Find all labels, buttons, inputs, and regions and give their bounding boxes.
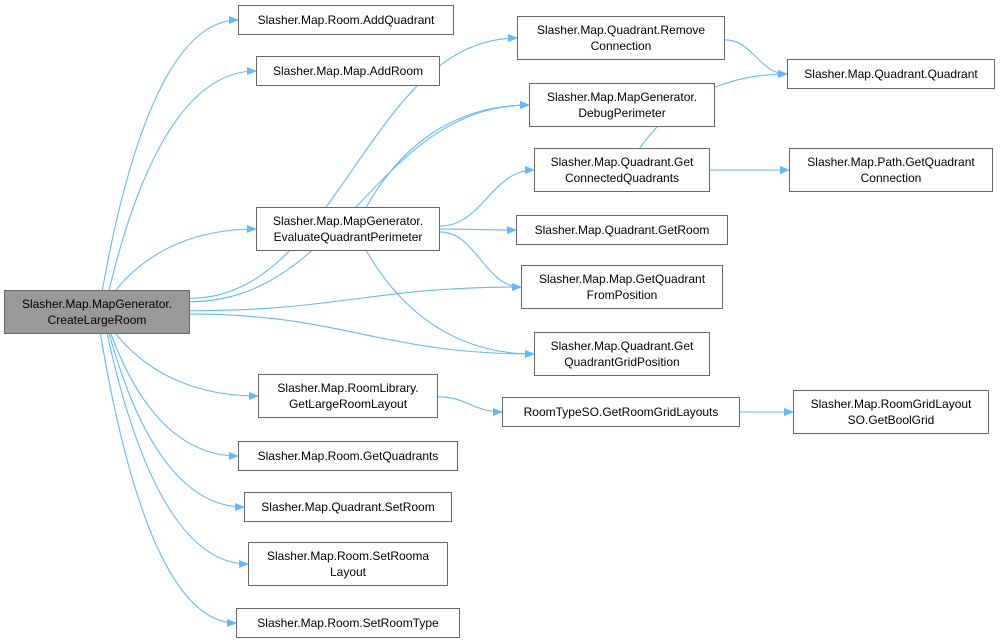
node-evaluate-quadrant-perimeter[interactable]: Slasher.Map.MapGenerator. EvaluateQuadra… bbox=[256, 207, 440, 251]
node-room-set-room-type[interactable]: Slasher.Map.Room.SetRoomType bbox=[236, 608, 460, 638]
edge-evaluate-quadrant-perimeter-to-debug-perimeter bbox=[365, 101, 530, 208]
node-room-grid-layout-so-get-bool-grid[interactable]: Slasher.Map.RoomGridLayout SO.GetBoolGri… bbox=[793, 390, 989, 434]
edge-create-large-room-to-quadrant-remove-connection bbox=[189, 34, 518, 299]
node-get-connected-quadrants[interactable]: Slasher.Map.Quadrant.Get ConnectedQuadra… bbox=[534, 148, 710, 192]
node-path-get-quadrant-connection[interactable]: Slasher.Map.Path.GetQuadrant Connection bbox=[789, 148, 993, 192]
edge-room-library-get-large-room-layout-to-room-type-so-get-room-grid-layouts bbox=[437, 396, 503, 416]
node-room-add-quadrant[interactable]: Slasher.Map.Room.AddQuadrant bbox=[238, 5, 454, 35]
node-debug-perimeter[interactable]: Slasher.Map.MapGenerator. DebugPerimeter bbox=[529, 83, 715, 127]
edge-create-large-room-to-quadrant-get-grid-position bbox=[189, 313, 535, 358]
node-quadrant-get-room[interactable]: Slasher.Map.Quadrant.GetRoom bbox=[516, 215, 728, 245]
node-room-get-quadrants[interactable]: Slasher.Map.Room.GetQuadrants bbox=[238, 441, 458, 471]
edge-create-large-room-to-quadrant-set-room bbox=[108, 333, 245, 511]
edge-create-large-room-to-room-add-quadrant bbox=[101, 16, 239, 291]
edge-evaluate-quadrant-perimeter-to-quadrant-get-grid-position bbox=[365, 250, 535, 358]
edge-evaluate-quadrant-perimeter-to-map-get-quadrant-from-position bbox=[439, 231, 522, 291]
edge-evaluate-quadrant-perimeter-to-quadrant-get-room bbox=[439, 225, 517, 234]
edge-create-large-room-to-room-set-room-type bbox=[99, 333, 237, 627]
edge-create-large-room-to-room-library-get-large-room-layout bbox=[115, 333, 259, 400]
node-room-library-get-large-room-layout[interactable]: Slasher.Map.RoomLibrary. GetLargeRoomLay… bbox=[258, 374, 438, 418]
edge-create-large-room-to-evaluate-quadrant-perimeter bbox=[115, 225, 257, 291]
edge-create-large-room-to-map-add-room bbox=[108, 67, 257, 291]
edge-create-large-room-to-room-set-rooma-layout bbox=[106, 333, 249, 568]
node-quadrant-remove-connection[interactable]: Slasher.Map.Quadrant.Remove Connection bbox=[517, 16, 725, 60]
edge-evaluate-quadrant-perimeter-to-get-connected-quadrants bbox=[439, 166, 535, 227]
edge-create-large-room-to-map-get-quadrant-from-position bbox=[189, 283, 522, 312]
edge-create-large-room-to-room-get-quadrants bbox=[110, 333, 239, 460]
node-quadrant-get-grid-position[interactable]: Slasher.Map.Quadrant.Get QuadrantGridPos… bbox=[534, 332, 710, 376]
edge-create-large-room-to-debug-perimeter bbox=[189, 101, 530, 303]
node-map-get-quadrant-from-position[interactable]: Slasher.Map.Map.GetQuadrant FromPosition bbox=[521, 265, 723, 309]
node-quadrant-constructor[interactable]: Slasher.Map.Quadrant.Quadrant bbox=[787, 59, 995, 89]
node-create-large-room[interactable]: Slasher.Map.MapGenerator. CreateLargeRoo… bbox=[4, 290, 190, 334]
node-room-set-rooma-layout[interactable]: Slasher.Map.Room.SetRooma Layout bbox=[248, 542, 448, 586]
node-quadrant-set-room[interactable]: Slasher.Map.Quadrant.SetRoom bbox=[244, 492, 452, 522]
node-room-type-so-get-room-grid-layouts[interactable]: RoomTypeSO.GetRoomGridLayouts bbox=[502, 397, 740, 427]
edge-quadrant-remove-connection-to-quadrant-ctor bbox=[724, 39, 788, 78]
node-map-add-room[interactable]: Slasher.Map.Map.AddRoom bbox=[256, 56, 440, 86]
